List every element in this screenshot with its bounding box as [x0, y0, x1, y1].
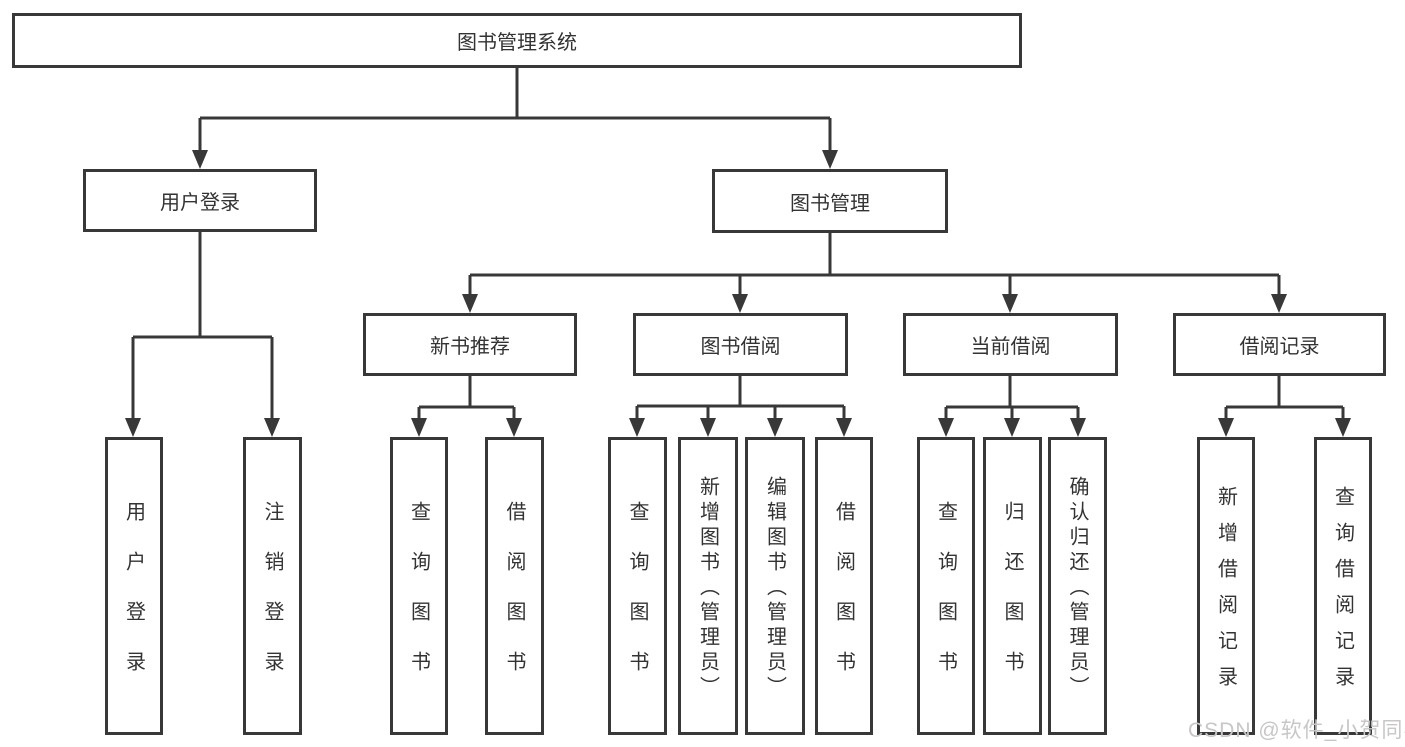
leaf-label: 查询图书 — [626, 501, 648, 701]
node-label: 图书管理系统 — [457, 32, 577, 54]
node-book-management: 图书管理 — [712, 169, 948, 233]
leaf-label: 查询图书 — [934, 501, 957, 701]
node-label: 借阅记录 — [1239, 336, 1320, 358]
node-book-borrowing: 图书借阅 — [633, 313, 848, 376]
leaf-label: 新增借阅记录 — [1214, 486, 1237, 702]
leaf-query-books: 查询图书 — [917, 437, 975, 735]
leaf-label: 新增图书（管理员） — [696, 476, 719, 701]
node-label: 图书借阅 — [700, 336, 781, 358]
leaf-borrow-books: 借阅图书 — [815, 437, 873, 735]
leaf-logout: 注销登录 — [243, 437, 302, 735]
leaf-return-books: 归还图书 — [983, 437, 1042, 735]
leaf-label: 注销登录 — [261, 501, 283, 701]
leaf-label: 确认归还（管理员） — [1066, 476, 1088, 701]
node-user-login: 用户登录 — [83, 169, 317, 232]
leaf-label: 编辑图书（管理员） — [763, 476, 786, 701]
node-library-management-system: 图书管理系统 — [12, 13, 1022, 68]
csdn-watermark: CSDN @软件_小贺同学 — [1188, 719, 1405, 742]
node-label: 新书推荐 — [430, 336, 510, 358]
leaf-user-login: 用户登录 — [105, 437, 163, 735]
node-current-borrowing: 当前借阅 — [903, 313, 1118, 376]
node-new-book-recommendation: 新书推荐 — [363, 313, 577, 376]
leaf-label: 查询借阅记录 — [1331, 486, 1354, 702]
leaf-query-books: 查询图书 — [608, 437, 667, 735]
leaf-label: 查询图书 — [407, 501, 430, 701]
leaf-query-borrow-record: 查询借阅记录 — [1314, 437, 1372, 735]
leaf-query-books: 查询图书 — [390, 437, 448, 735]
node-borrowing-records: 借阅记录 — [1173, 313, 1386, 376]
leaf-add-books-admin: 新增图书（管理员） — [678, 437, 738, 735]
leaf-label: 借阅图书 — [503, 501, 525, 701]
leaf-label: 借阅图书 — [832, 501, 855, 701]
leaf-label: 用户登录 — [122, 501, 145, 701]
leaf-confirm-return-admin: 确认归还（管理员） — [1048, 437, 1107, 735]
leaf-label: 归还图书 — [1001, 501, 1023, 701]
leaf-borrow-books: 借阅图书 — [485, 437, 544, 735]
node-label: 当前借阅 — [970, 336, 1051, 358]
node-label: 图书管理 — [790, 192, 870, 215]
leaf-add-borrow-record: 新增借阅记录 — [1197, 437, 1255, 735]
node-label: 用户登录 — [160, 192, 240, 214]
leaf-edit-books-admin: 编辑图书（管理员） — [745, 437, 805, 735]
